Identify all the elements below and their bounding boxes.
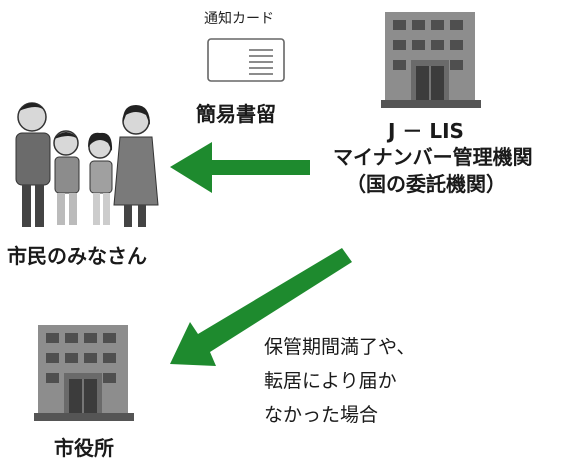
agency-name-line2: マイナンバー管理機関 — [333, 145, 533, 169]
family-icon — [15, 102, 159, 227]
agency-name-line1: J － LIS — [388, 119, 464, 143]
condition-note-line1: 保管期間満了や、 — [264, 336, 416, 358]
citizens-label: 市民のみなさん — [7, 244, 147, 268]
office-building-icon — [381, 12, 481, 108]
notice-card-label: 通知カード — [204, 11, 274, 27]
arrow-agency-to-citizens — [170, 142, 310, 193]
city-hall-building-icon — [34, 325, 134, 421]
agency-name-line3: （国の委託機関） — [346, 172, 506, 196]
condition-note-line2: 転居により届か — [264, 370, 397, 392]
condition-note-line3: なかった場合 — [264, 404, 379, 426]
delivery-method-label: 簡易書留 — [196, 102, 276, 126]
arrow-agency-to-city-hall — [170, 248, 352, 366]
envelope-icon — [207, 38, 285, 82]
city-hall-label: 市役所 — [54, 436, 114, 460]
